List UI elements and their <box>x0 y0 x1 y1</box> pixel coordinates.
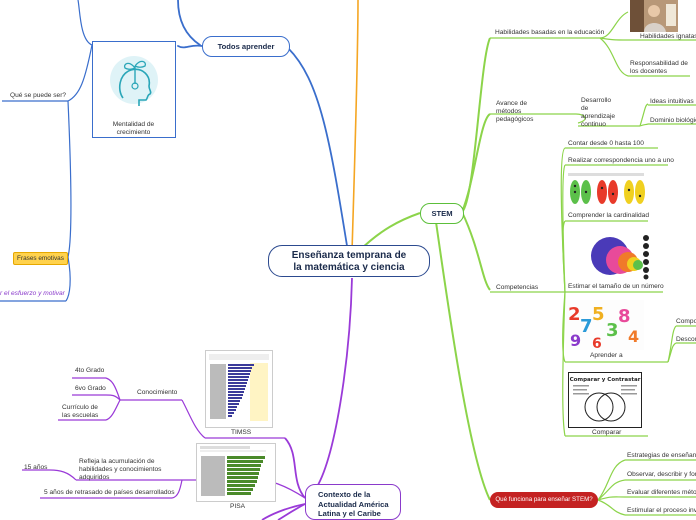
compo-label[interactable]: Compo <box>676 318 696 325</box>
spheres-abacus-image <box>591 235 649 280</box>
comparar-title-text: Comparar y Contrastar <box>570 377 641 383</box>
svg-text:8: 8 <box>618 306 631 327</box>
svg-text:6: 6 <box>592 336 602 350</box>
evaluar-label[interactable]: Evaluar diferentes método <box>627 489 696 496</box>
estimular-label[interactable]: Estimular el proceso inve <box>627 507 696 514</box>
branch-contexto[interactable]: Contexto de la Actualidad América Latina… <box>305 484 401 520</box>
pisa-label: PISA <box>230 503 246 510</box>
ideas-intuitivas-label[interactable]: Ideas intuitivas <box>650 98 694 105</box>
comparar-label[interactable]: Comparar <box>592 429 622 436</box>
svg-text:5: 5 <box>592 304 605 325</box>
timss-chart-image[interactable] <box>205 350 273 428</box>
frases-emotivas-badge[interactable]: Frases emotivas <box>13 252 68 265</box>
correspondencia-label[interactable]: Realizar correspondencia uno a uno <box>568 157 674 164</box>
mentalidad-label: Mentalidad de crecimiento <box>112 121 155 136</box>
curriculo-label[interactable]: Currículo de las escuelas <box>62 404 99 419</box>
cardinality-dots-image <box>568 173 645 204</box>
sexto-grado-label[interactable]: 6vo Grado <box>75 385 106 392</box>
esfuerzo-label[interactable]: r el esfuerzo y motivar <box>0 290 65 297</box>
estrategias-label[interactable]: Estrategias de enseñanza <box>627 452 696 459</box>
descom-label[interactable]: Descom <box>676 336 696 343</box>
refleja-label[interactable]: Refleja la acumulación de habilidades y … <box>79 458 162 481</box>
svg-text:2: 2 <box>568 304 581 325</box>
cuarto-grado-label[interactable]: 4to Grado <box>75 367 105 374</box>
retrasado-label[interactable]: 5 años de retrasado de países desarrolla… <box>44 489 175 496</box>
teacher-photo[interactable] <box>630 0 678 32</box>
cardinality-image[interactable] <box>566 172 646 210</box>
quince-anos-label[interactable]: 15 años <box>24 464 48 471</box>
pisa-chart-image[interactable] <box>196 443 276 502</box>
branch-todos-aprender[interactable]: Todos aprender <box>202 36 290 57</box>
central-topic[interactable]: Enseñanza temprana de la matemática y ci… <box>268 245 430 277</box>
aprender-a-label[interactable]: Aprender a <box>590 352 623 359</box>
spheres-image[interactable] <box>590 232 652 280</box>
svg-text:9: 9 <box>570 331 581 350</box>
habilidades-basadas-label[interactable]: Habilidades basadas en la educación <box>495 29 605 36</box>
central-line-2: la matemática y ciencia <box>293 262 405 273</box>
que-funciona-badge[interactable]: Qué funciona para enseñar STEM? <box>490 492 598 508</box>
numbers-image[interactable]: 2 7 5 3 8 4 9 6 <box>566 300 644 352</box>
venn-diagram-image: Comparar y Contrastar <box>570 377 641 422</box>
tamano-label[interactable]: Estimar el tamaño de un número <box>568 283 664 290</box>
contar-label[interactable]: Contar desde 0 hasta 100 <box>568 140 644 147</box>
mentalidad-node[interactable]: Mentalidad de crecimiento <box>92 41 176 138</box>
colorful-numbers-image: 2 7 5 3 8 4 9 6 <box>566 300 644 352</box>
svg-text:4: 4 <box>628 327 639 346</box>
que-puede-ser-label[interactable]: Qué se puede ser? <box>10 92 67 99</box>
avance-label[interactable]: Avance de métodos pedagógicos <box>496 100 534 123</box>
habilidades-ignatas-label[interactable]: Habilidades ignatas <box>640 33 696 40</box>
conocimiento-label[interactable]: Conocimiento <box>137 389 178 396</box>
branch-stem[interactable]: STEM <box>420 203 464 224</box>
timss-label: TIMSS <box>231 429 252 436</box>
dominio-label[interactable]: Dominio biológic <box>650 117 696 124</box>
observar-label[interactable]: Observar, describir y form <box>627 471 696 478</box>
timss-bar-chart-image <box>209 354 269 421</box>
svg-text:7: 7 <box>580 316 593 337</box>
contexto-line-1: Contexto de la <box>318 490 371 499</box>
head-plant-icon <box>110 56 158 106</box>
teacher-photo-art <box>630 0 678 32</box>
central-line-1: Enseñanza temprana de <box>291 250 407 261</box>
cardinalidad-label[interactable]: Comprender la cardinalidad <box>568 212 650 219</box>
contexto-line-3: Latina y el Caribe <box>318 509 381 518</box>
pisa-bar-chart-image <box>200 446 266 496</box>
responsabilidad-label[interactable]: Responsabilidad de los docentes <box>630 60 688 75</box>
competencias-label[interactable]: Competencias <box>496 284 539 291</box>
desarrollo-label[interactable]: Desarrollo de aprendizaje continuo <box>581 97 616 128</box>
venn-image[interactable]: Comparar y Contrastar <box>568 372 642 428</box>
contexto-line-2: Actualidad América <box>318 499 389 509</box>
svg-text:3: 3 <box>606 320 619 341</box>
